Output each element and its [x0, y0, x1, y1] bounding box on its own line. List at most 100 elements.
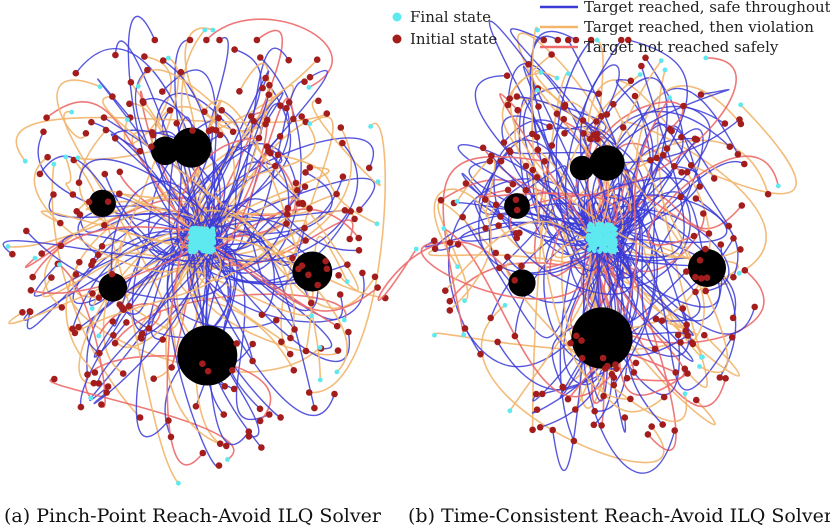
legend-fail-label: Target not reached safely — [584, 38, 779, 56]
initial-state-marker — [506, 147, 513, 154]
initial-state-marker — [29, 273, 36, 281]
initial-state-marker — [278, 338, 285, 346]
initial-state-marker — [652, 315, 660, 323]
final-state-marker — [594, 37, 600, 43]
final-state-marker — [56, 262, 62, 268]
initial-state-marker — [57, 219, 64, 227]
initial-state-marker — [262, 74, 269, 82]
initial-state-marker — [284, 210, 291, 218]
initial-state-marker — [274, 151, 282, 159]
initial-state-marker — [192, 403, 200, 410]
trajectory-safe — [493, 139, 591, 243]
initial-state-marker — [341, 207, 349, 214]
initial-state-marker — [536, 424, 544, 431]
initial-state-marker — [728, 334, 736, 341]
final-state-marker — [607, 243, 613, 249]
trajectory-safe — [33, 238, 201, 297]
initial-state-marker — [741, 160, 748, 168]
final-states — [5, 27, 381, 486]
obstacle-2 — [508, 269, 536, 297]
final-state-marker — [193, 236, 199, 241]
initial-state-marker — [141, 53, 148, 60]
initial-state-marker — [736, 116, 743, 123]
initial-state-marker — [301, 78, 308, 85]
initial-state-marker — [730, 235, 737, 242]
initial-state-marker — [220, 411, 228, 418]
final-state-marker — [535, 87, 540, 93]
initial-state-marker — [702, 287, 709, 295]
trajectory-violation — [137, 68, 360, 292]
initial-state-marker — [262, 120, 269, 128]
initial-state-marker — [518, 262, 525, 270]
initial-state-marker — [212, 127, 220, 134]
initial-state-marker — [492, 201, 500, 208]
initial-state-marker — [553, 110, 561, 117]
trajectory-safe — [509, 28, 616, 232]
initial-state-marker — [356, 206, 363, 213]
initial-state-marker — [668, 127, 675, 135]
trajectory-safe — [182, 209, 345, 243]
initial-state-marker — [323, 110, 331, 117]
initial-state-marker — [104, 383, 112, 390]
initial-state-marker — [75, 323, 82, 331]
initial-state-marker — [199, 449, 207, 457]
initial-state-marker — [337, 124, 345, 131]
initial-state-marker — [482, 225, 489, 232]
initial-state-marker — [548, 51, 555, 58]
final-state-marker — [202, 27, 208, 33]
initial-state-marker — [290, 115, 297, 123]
initial-state-marker — [344, 261, 351, 269]
initial-state-marker — [702, 245, 709, 253]
initial-state-marker — [249, 357, 256, 365]
final-state-marker — [592, 237, 598, 243]
initial-state-marker — [580, 130, 587, 137]
initial-state-marker — [23, 227, 30, 235]
initial-state-marker — [567, 339, 574, 347]
obstacle-1 — [292, 251, 333, 292]
obstacle-3 — [171, 127, 212, 168]
initial-state-marker — [644, 431, 652, 438]
final-state-marker — [586, 233, 591, 238]
initial-state-marker — [159, 336, 166, 343]
initial-state-marker — [96, 349, 103, 357]
initial-state-marker — [513, 93, 521, 100]
trajectory-fail — [647, 155, 780, 246]
trajectory-safe — [579, 241, 721, 308]
initial-state-marker — [36, 170, 44, 178]
initial-state-marker — [116, 168, 124, 176]
trajectory-violation — [656, 69, 708, 388]
final-state-marker — [703, 55, 709, 61]
initial-state-marker — [677, 339, 684, 346]
final-state-marker — [198, 235, 204, 241]
trajectory-violation — [634, 85, 742, 358]
final-state-marker — [69, 109, 75, 115]
initial-state-marker — [539, 390, 546, 398]
initial-state-marker — [38, 250, 45, 257]
initial-state-marker — [216, 440, 224, 448]
initial-states — [431, 36, 772, 445]
initial-state-marker — [159, 88, 166, 95]
initial-state-marker — [529, 130, 536, 138]
initial-state-marker — [50, 191, 57, 198]
initial-state-marker — [462, 180, 470, 187]
initial-state-marker — [149, 131, 157, 139]
trajectories — [377, 20, 797, 474]
initial-state-marker — [446, 297, 454, 305]
final-state-marker — [599, 221, 605, 227]
initial-state-marker — [168, 364, 175, 371]
final-state-marker — [608, 248, 613, 254]
final-state-marker — [188, 243, 194, 249]
final-state-marker — [96, 333, 102, 339]
final-state-marker — [309, 313, 314, 319]
trajectory-safe — [190, 70, 270, 234]
initial-state-marker — [705, 230, 713, 237]
initial-state-marker — [693, 396, 700, 404]
initial-state-marker — [265, 91, 273, 98]
initial-state-marker — [110, 331, 117, 339]
trajectory-violation — [165, 244, 227, 447]
initial-state-marker — [159, 57, 167, 64]
initial-state-marker — [177, 68, 185, 76]
initial-state-marker — [265, 147, 272, 155]
trajectory-fail — [209, 250, 379, 312]
initial-state-marker — [578, 354, 586, 362]
